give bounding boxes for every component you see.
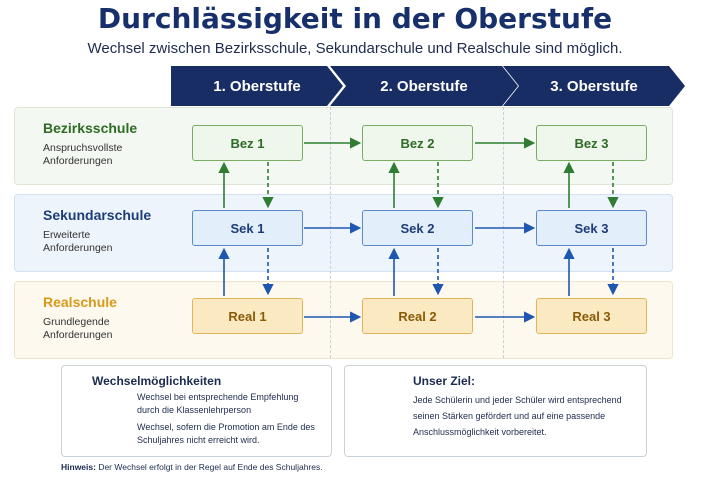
page-title: Durchlässigkeit in der Oberstufe [97, 2, 613, 35]
row-desc-realschule: Grundlegende Anforderungen [43, 316, 113, 341]
column-header-3: 3. Oberstufe [503, 66, 685, 106]
node-sek-1: Sek 1 [192, 210, 303, 246]
column-header-1: 1. Oberstufe [171, 66, 343, 106]
row-desc-sekundarschule: Erweiterte Anforderungen [43, 229, 113, 254]
goal-title: Unser Ziel: [413, 374, 476, 388]
row-desc-bezirksschule: Anspruchsvollste Anforderungen [43, 142, 123, 167]
legend-box: Wechselmöglichkeiten Wechsel bei entspre… [61, 365, 332, 457]
node-real-2: Real 2 [362, 298, 473, 334]
legend-dashed-text: Wechsel, sofern die Promotion am Ende de… [137, 422, 315, 445]
hint-text: Der Wechsel erfolgt in der Regel auf End… [95, 462, 323, 472]
node-sek-2: Sek 2 [362, 210, 473, 246]
legend-title: Wechselmöglichkeiten [92, 374, 222, 388]
legend-solid-text: Wechsel bei entsprechende Empfehlung dur… [137, 392, 299, 415]
node-sek-3: Sek 3 [536, 210, 647, 246]
node-bez-2: Bez 2 [362, 125, 473, 161]
node-bez-3: Bez 3 [536, 125, 647, 161]
node-real-3: Real 3 [536, 298, 647, 334]
goal-box: Unser Ziel: Jede Schülerin und jeder Sch… [344, 365, 647, 457]
hint-label: Hinweis: [61, 462, 96, 472]
hint-note: Hinweis: Der Wechsel erfolgt in der Rege… [61, 462, 323, 472]
row-title-sekundarschule: Sekundarschule [43, 207, 152, 223]
column-header-2: 2. Oberstufe [330, 66, 518, 106]
page-subtitle: Wechsel zwischen Bezirksschule, Sekundar… [87, 40, 623, 57]
column-divider [330, 107, 331, 358]
row-title-realschule: Realschule [43, 294, 117, 310]
node-bez-1: Bez 1 [192, 125, 303, 161]
row-title-bezirksschule: Bezirksschule [43, 120, 138, 136]
column-divider [503, 107, 504, 358]
goal-text: Jede Schülerin und jeder Schüler wird en… [413, 395, 622, 437]
node-real-1: Real 1 [192, 298, 303, 334]
